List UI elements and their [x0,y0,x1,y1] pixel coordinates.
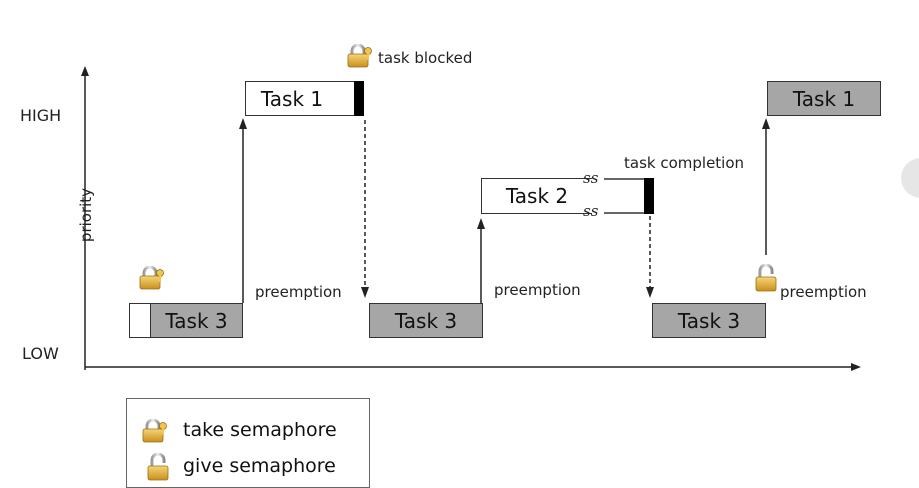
task1-final-label: Task 1 [792,86,856,111]
task3-start-white-segment [129,303,151,338]
take-semaphore-icon [347,44,372,68]
task-completion-note: task completion [624,154,745,172]
y-axis-label: priority [77,187,95,243]
break-mark-bottom: ss [583,202,599,220]
task2-label: Task 2 [505,184,569,208]
take-semaphore-icon [139,266,164,290]
task1-final-box: Task 1 [767,81,881,116]
preemption-note-3: preemption [780,283,867,301]
lock-open-icon [147,453,169,481]
task3-mid-box: Task 3 [369,303,483,338]
preemption-note-2: preemption [494,281,581,299]
legend-take-label: take semaphore [183,419,337,441]
task-blocked-note: task blocked [378,49,473,67]
task2-box: Task 2 [481,178,592,214]
preemption-note-1: preemption [255,283,342,301]
give-semaphore-icon [755,264,777,292]
task2-completion-bar [644,178,654,214]
side-tab[interactable] [901,158,919,198]
task3-start-label: Task 3 [165,308,228,333]
task3-end-box: Task 3 [652,303,766,338]
task3-mid-label: Task 3 [394,308,458,333]
legend: take semaphore give semaphore [126,398,370,488]
task1-first-box: Task 1 [245,81,355,116]
low-label: LOW [22,344,59,363]
lock-closed-key-icon [142,419,167,443]
task3-start-box: Task 3 [150,303,243,338]
task1-first-label: Task 1 [260,86,324,111]
legend-give-label: give semaphore [183,455,336,477]
high-label: HIGH [20,106,62,125]
task3-end-label: Task 3 [677,308,741,333]
break-mark-top: ss [583,169,599,187]
task1-blocked-bar [354,81,364,116]
